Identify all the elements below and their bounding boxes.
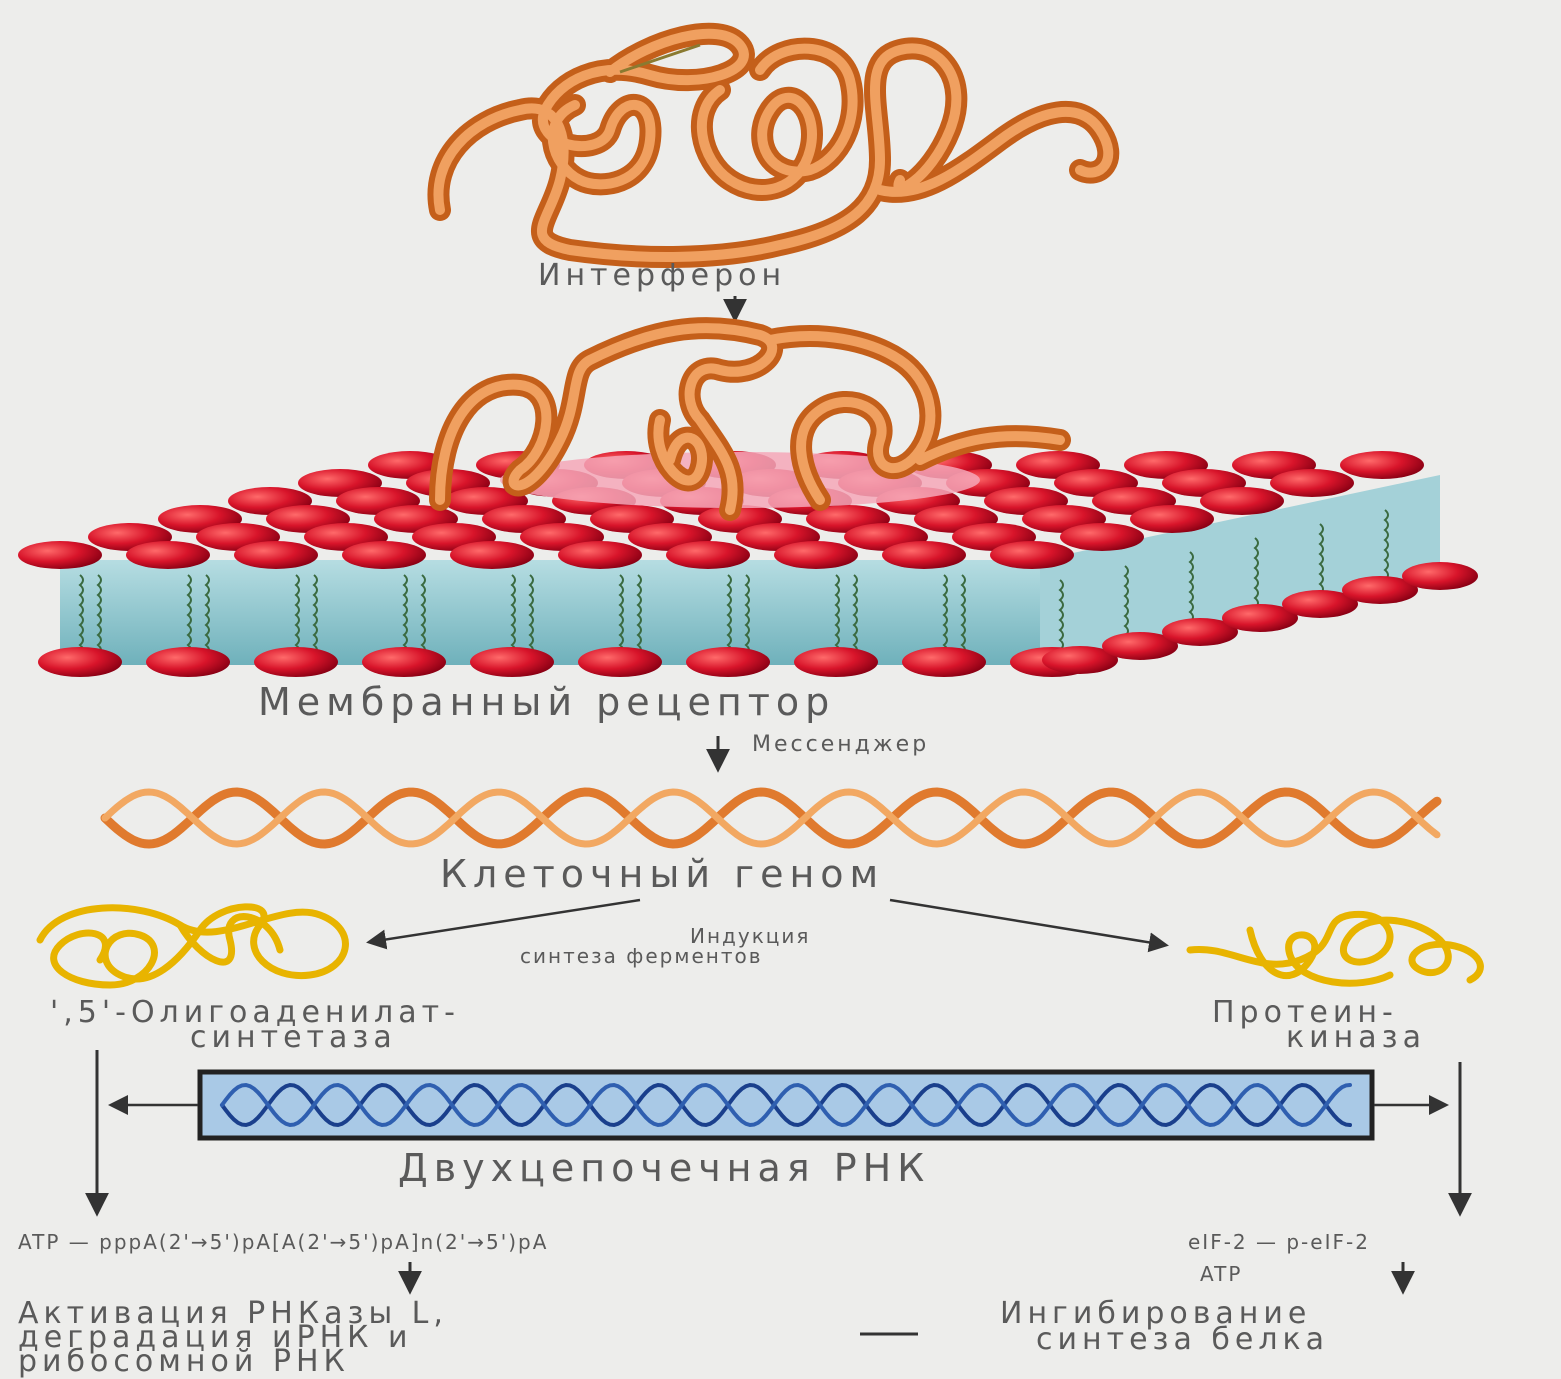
lipid-head	[450, 541, 534, 569]
lipid-head	[1060, 523, 1144, 551]
dsrna-frame	[200, 1072, 1372, 1138]
cellular-genome-label: Клеточный геном	[440, 852, 884, 896]
interferon-protein	[438, 34, 1108, 257]
lipid-head	[38, 647, 122, 677]
lipid-head	[882, 541, 966, 569]
lipid-head	[362, 647, 446, 677]
lipid-head	[902, 647, 986, 677]
lipid-head	[666, 541, 750, 569]
dsrna-label: Двухцепочечная РНК	[398, 1146, 930, 1190]
lipid-head	[1340, 451, 1424, 479]
outcome-left-line3: рибосомной РНК	[18, 1344, 350, 1379]
lipid-head	[254, 647, 338, 677]
cellular-genome-helix	[105, 792, 1437, 844]
lipid-head	[774, 541, 858, 569]
protein-kinase-label-line2: киназа	[1286, 1020, 1426, 1055]
oligoadenylate-label-line2: синтетаза	[190, 1020, 397, 1055]
lipid-head	[146, 647, 230, 677]
lipid-head	[794, 647, 878, 677]
interferon-label: Интерферон	[538, 258, 786, 293]
lipid-head	[1200, 487, 1284, 515]
lipid-head	[342, 541, 426, 569]
oligoadenylate-synthetase-enzyme	[40, 907, 345, 985]
reaction-left: ATP — pppA(2'→5')pA[A(2'→5')pA]n(2'→5')p…	[18, 1230, 548, 1254]
bound-interferon	[440, 328, 1060, 510]
lipid-head	[234, 541, 318, 569]
lipid-head	[558, 541, 642, 569]
lipid-head	[470, 647, 554, 677]
dsrna-box	[200, 1072, 1372, 1138]
lipid-head	[578, 647, 662, 677]
lipid-head	[1402, 562, 1478, 590]
outcome-right-line2: синтеза белка	[1036, 1322, 1329, 1357]
protein-kinase-enzyme	[1190, 914, 1480, 983]
atp-small-label: ATP	[1200, 1262, 1242, 1286]
lipid-head	[1130, 505, 1214, 533]
arrow-to-oligoadenylate-synthetase	[370, 900, 640, 942]
reaction-right: eIF-2 — p-eIF-2	[1188, 1230, 1370, 1254]
messenger-label: Мессенджер	[752, 732, 929, 757]
lipid-head	[18, 541, 102, 569]
induction-label-line2: синтеза ферментов	[520, 944, 763, 968]
membrane-receptor-label: Мембранный рецептор	[258, 680, 835, 724]
lipid-head	[686, 647, 770, 677]
lipid-head	[990, 541, 1074, 569]
lipid-head	[126, 541, 210, 569]
arrow-to-protein-kinase	[890, 900, 1165, 945]
lipid-head	[1270, 469, 1354, 497]
